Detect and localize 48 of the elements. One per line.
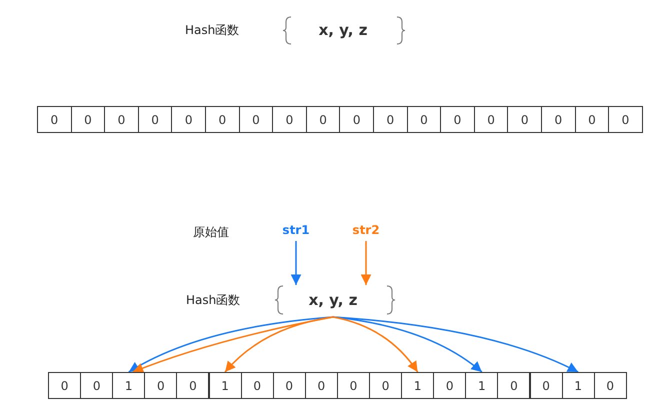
bit-cell: 0: [176, 372, 210, 399]
arrow: [224, 316, 334, 372]
bit-cell: 1: [112, 372, 146, 399]
arrow: [332, 316, 578, 373]
bit-cell: 0: [205, 106, 240, 133]
bit-cell: 0: [48, 372, 82, 399]
bit-cell: 0: [306, 106, 340, 133]
bit-cell: 0: [594, 372, 627, 399]
hash-functions: x, y, z: [292, 16, 394, 44]
bit-cell: 0: [440, 106, 475, 133]
bit-cell: 0: [238, 106, 274, 133]
bit-cell: 0: [336, 372, 370, 399]
row-label: Hash函数: [186, 292, 240, 309]
row-label: Hash函数: [185, 22, 240, 39]
bit-cell: 0: [104, 106, 139, 133]
bit-cell: 0: [474, 106, 508, 133]
bit-cell: 0: [406, 106, 442, 133]
bit-cell: 0: [70, 106, 106, 133]
bit-cell: 0: [272, 372, 306, 399]
bit-cell: 0: [272, 106, 307, 133]
bit-cell: 0: [339, 106, 374, 133]
bit-cell: 0: [507, 106, 542, 133]
bit-cell: 0: [369, 372, 402, 399]
bit-cell: 0: [80, 372, 114, 399]
bit-cell: 0: [574, 106, 610, 133]
arrow: [332, 316, 418, 372]
bit-cell: 0: [37, 106, 72, 133]
bit-cell: 0: [144, 372, 178, 399]
bit-cell: 0: [171, 106, 206, 133]
bit-cell: 0: [608, 106, 643, 133]
bit-cell: 0: [541, 106, 576, 133]
input-string: str2: [346, 223, 386, 241]
row-label: 原始值: [193, 224, 229, 241]
bit-cell: 1: [465, 372, 498, 399]
bit-cell: 0: [497, 372, 530, 399]
bit-cell: 0: [240, 372, 274, 399]
bit-cell: 0: [138, 106, 172, 133]
input-string: str1: [276, 223, 316, 241]
arrow: [360, 241, 372, 285]
arrow: [290, 241, 302, 285]
bit-cell: 0: [433, 372, 466, 399]
hash-functions: x, y, z: [287, 285, 379, 315]
bit-cell: 1: [401, 372, 434, 399]
bit-cell: 0: [373, 106, 408, 133]
bit-cell: 0: [530, 372, 563, 399]
bit-cell: 0: [304, 372, 338, 399]
bit-cell: 1: [208, 372, 242, 399]
bit-cell: 1: [562, 372, 595, 399]
